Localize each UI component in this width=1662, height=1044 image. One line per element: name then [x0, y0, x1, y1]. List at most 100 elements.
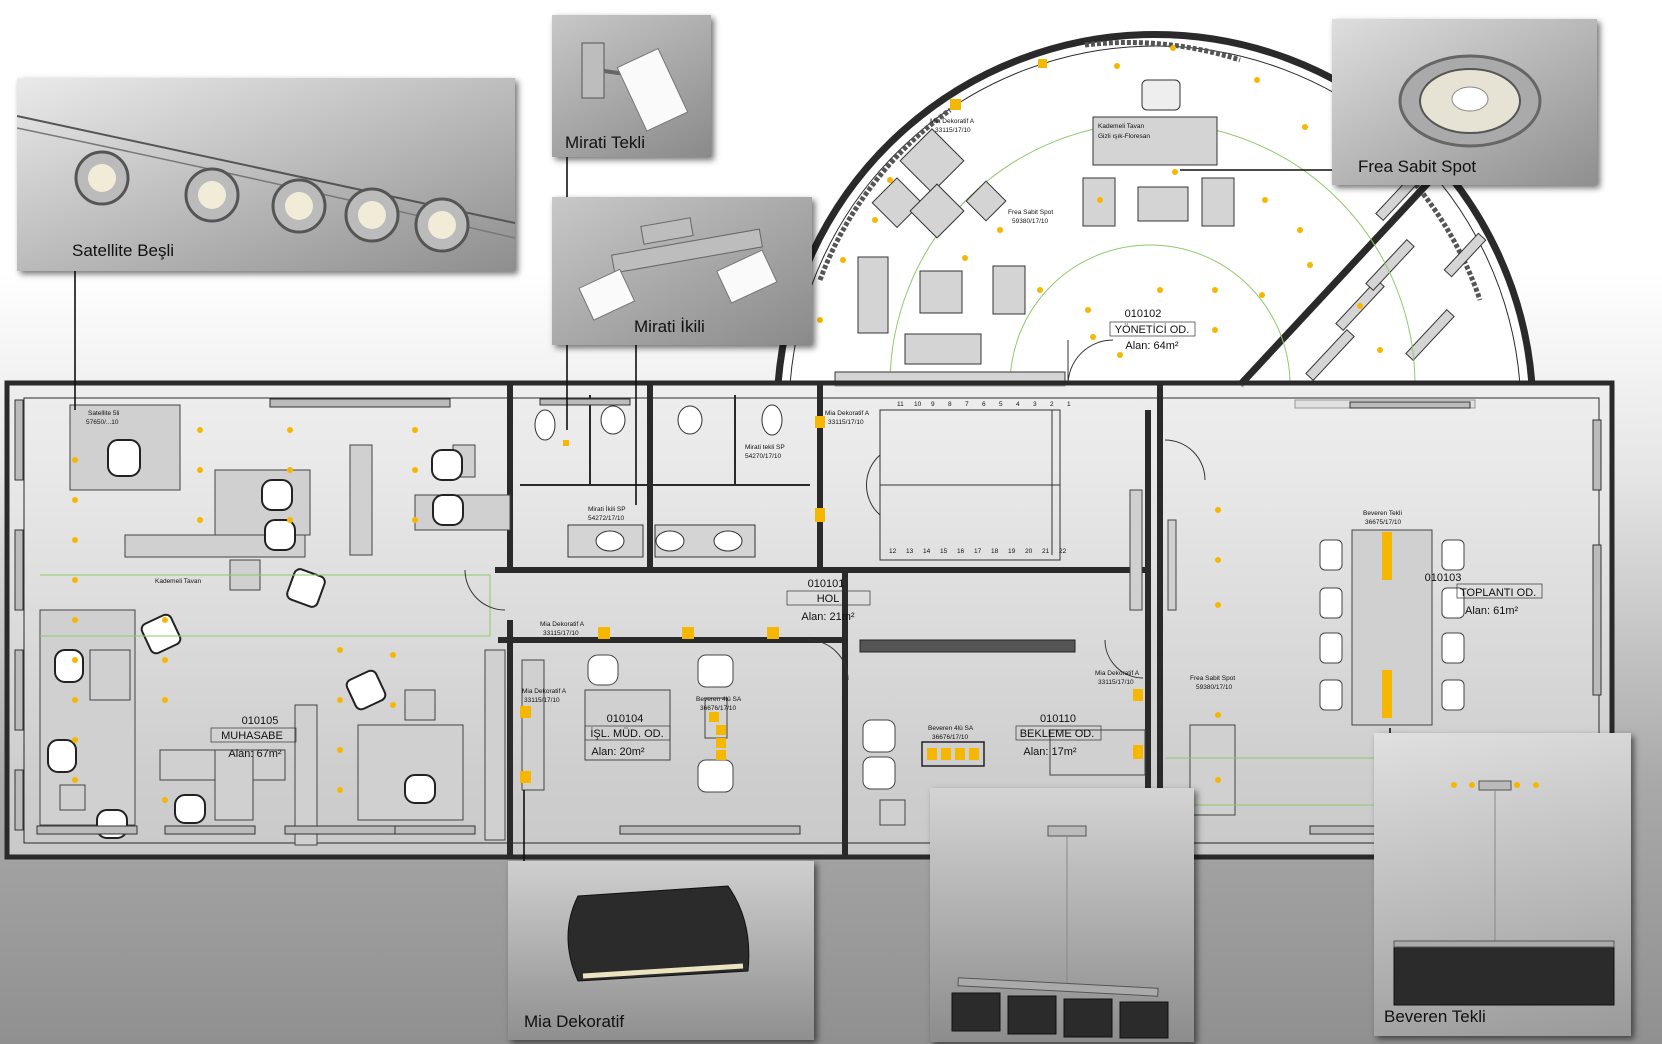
spot-dot	[72, 497, 78, 503]
spot-dot	[1377, 347, 1383, 353]
fixture-label: Mia Dekoratif A	[930, 118, 975, 125]
spot-dot	[1170, 45, 1176, 51]
room-label-bekleme: 010110 BEKLEME OD. Alan: 17m²	[1015, 713, 1102, 758]
stair-number: 11	[897, 401, 904, 408]
spot-dot	[337, 747, 343, 753]
fixture-label: 59380/17/10	[1196, 684, 1233, 691]
svg-text:010104: 010104	[607, 713, 644, 725]
stair-number: 8	[948, 401, 952, 408]
stair-number: 12	[889, 548, 897, 555]
svg-text:010102: 010102	[1125, 308, 1162, 320]
plan-labels: 010102 YÖNETİCİ OD. Alan: 64m² 010101 HO…	[86, 118, 1543, 760]
product-photo-mirati-tekli: Mirati Tekli	[552, 15, 711, 157]
beveren-4-icon	[951, 825, 1169, 1039]
spot-dot	[1259, 292, 1265, 298]
mirati-tekli-icon	[581, 42, 689, 132]
svg-text:BEKLEME OD.: BEKLEME OD.	[1020, 728, 1095, 740]
spot-dot	[287, 517, 293, 523]
product-caption: Frea Sabit Spot	[1358, 157, 1477, 176]
spot-dot	[337, 787, 343, 793]
stair-number: 9	[931, 401, 935, 408]
stair-number: 14	[923, 548, 931, 555]
room-label-muhasabe: 010105 MUHASABE Alan: 67m²	[210, 715, 297, 760]
spot-dot	[1215, 557, 1221, 563]
svg-text:010105: 010105	[242, 715, 279, 727]
spot-dot	[1254, 77, 1260, 83]
frea-spot-icon	[1398, 54, 1542, 148]
spot-dot	[1357, 303, 1363, 309]
fixture-label: 57650/...10	[86, 419, 119, 426]
spot-dot	[72, 537, 78, 543]
svg-text:010103: 010103	[1425, 572, 1462, 584]
spot-dot	[1037, 287, 1043, 293]
spot-dot	[1212, 327, 1218, 333]
spot-dot	[1090, 334, 1096, 340]
beveren-tekli-icon	[1393, 780, 1615, 1006]
svg-text:YÖNETİCİ OD.: YÖNETİCİ OD.	[1115, 323, 1190, 336]
spot-dot	[162, 617, 168, 623]
spot-dot	[390, 702, 396, 708]
svg-text:010101: 010101	[808, 578, 845, 590]
spot-dot	[72, 777, 78, 783]
spot-dot	[412, 467, 418, 473]
spot-dot	[1157, 287, 1163, 293]
spot-dot	[1085, 307, 1091, 313]
svg-text:Alan: 64m²: Alan: 64m²	[1125, 340, 1179, 352]
fixture-label: Mia Dekoratif A	[540, 621, 585, 628]
spot-dot	[1262, 197, 1268, 203]
fixture-label: 36675/17/10	[1365, 519, 1402, 526]
fixture-label: Beveren 4lü SA	[928, 725, 974, 732]
room-label-isl-mud: 010104 İŞL. MÜD. OD. Alan: 20m²	[584, 713, 671, 758]
spot-dot	[1215, 602, 1221, 608]
stair-number: 21	[1042, 548, 1050, 555]
stair-number: 19	[1008, 548, 1016, 555]
spot-dot	[390, 652, 396, 658]
svg-text:MUHASABE: MUHASABE	[221, 730, 283, 742]
spot-dot	[1117, 352, 1123, 358]
spot-dot	[840, 257, 846, 263]
stair-number: 4	[1016, 401, 1020, 408]
spot-dot	[72, 617, 78, 623]
product-caption: Satellite Beşli	[72, 241, 175, 260]
spot-dot	[197, 467, 203, 473]
spot-dot	[887, 177, 893, 183]
stair-number: 16	[957, 548, 965, 555]
svg-text:Alan: 20m²: Alan: 20m²	[591, 746, 645, 758]
main-floor	[4, 380, 1615, 860]
product-photo-frea: Frea Sabit Spot	[1332, 19, 1597, 185]
fixture-label: Mia Dekoratif A	[522, 688, 567, 695]
stair-number: 6	[982, 401, 986, 408]
fixture-label: Kademeli Tavan	[155, 578, 202, 585]
spot-dot	[1297, 227, 1303, 233]
fixture-label: 54270/17/10	[745, 453, 782, 460]
stair-number: 2	[1050, 401, 1054, 408]
fixture-label: 36676/17/10	[932, 734, 969, 741]
spot-dot	[1212, 287, 1218, 293]
svg-text:Alan: 21m²: Alan: 21m²	[801, 611, 855, 623]
spot-dot	[1097, 197, 1103, 203]
stair-number: 13	[906, 548, 914, 555]
svg-text:HOL: HOL	[817, 593, 840, 605]
spot-dot	[1215, 777, 1221, 783]
fixture-markers	[520, 59, 1482, 813]
fixture-label: Gizli ışık-Floresan	[1098, 133, 1150, 140]
spot-dot	[72, 457, 78, 463]
spot-dot	[337, 647, 343, 653]
svg-text:TOPLANTI OD.: TOPLANTI OD.	[1460, 587, 1536, 599]
mirati-ikili-icon	[578, 217, 778, 321]
spot-dot	[72, 737, 78, 743]
product-photo-mirati-ikili: Mirati İkili	[552, 197, 812, 345]
product-caption: Mirati Tekli	[565, 133, 645, 152]
product-caption: Mia Dekoratif	[524, 1012, 625, 1031]
spot-dot	[1215, 507, 1221, 513]
stair-number: 17	[974, 548, 982, 555]
spot-dot	[162, 657, 168, 663]
spot-dot	[197, 427, 203, 433]
spot-dot	[72, 657, 78, 663]
product-caption: Mirati İkili	[634, 317, 705, 336]
fixture-label: 54272/17/10	[588, 515, 625, 522]
svg-text:010110: 010110	[1040, 713, 1076, 725]
spot-dot	[412, 427, 418, 433]
